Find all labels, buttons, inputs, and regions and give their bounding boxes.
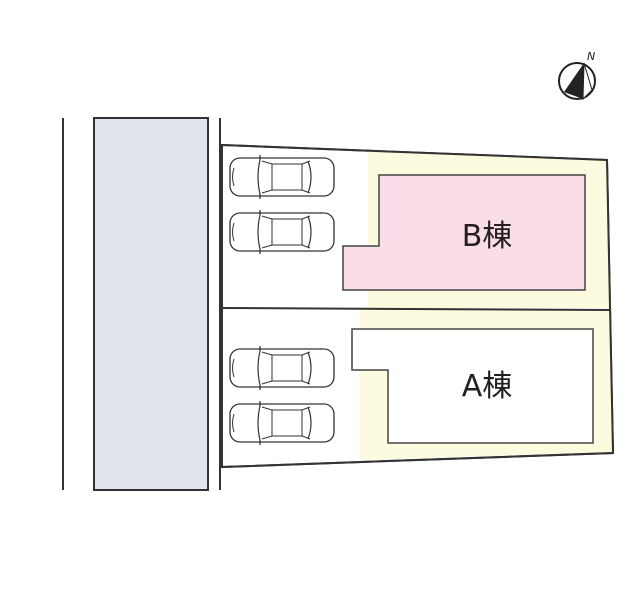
parking-car [229, 345, 335, 391]
lot-divider [221, 307, 612, 311]
parking-car [229, 154, 335, 200]
site-boundary-outline [221, 143, 615, 469]
building-a [351, 328, 594, 444]
compass-north-label: N [587, 50, 595, 63]
road [93, 117, 209, 491]
building-b [342, 174, 586, 291]
building-a-label: A棟 [462, 369, 513, 404]
north-arrow-icon: N [558, 50, 596, 101]
parking-car [229, 209, 335, 255]
parking-car [229, 400, 335, 446]
building-b-label: B棟 [462, 219, 513, 254]
